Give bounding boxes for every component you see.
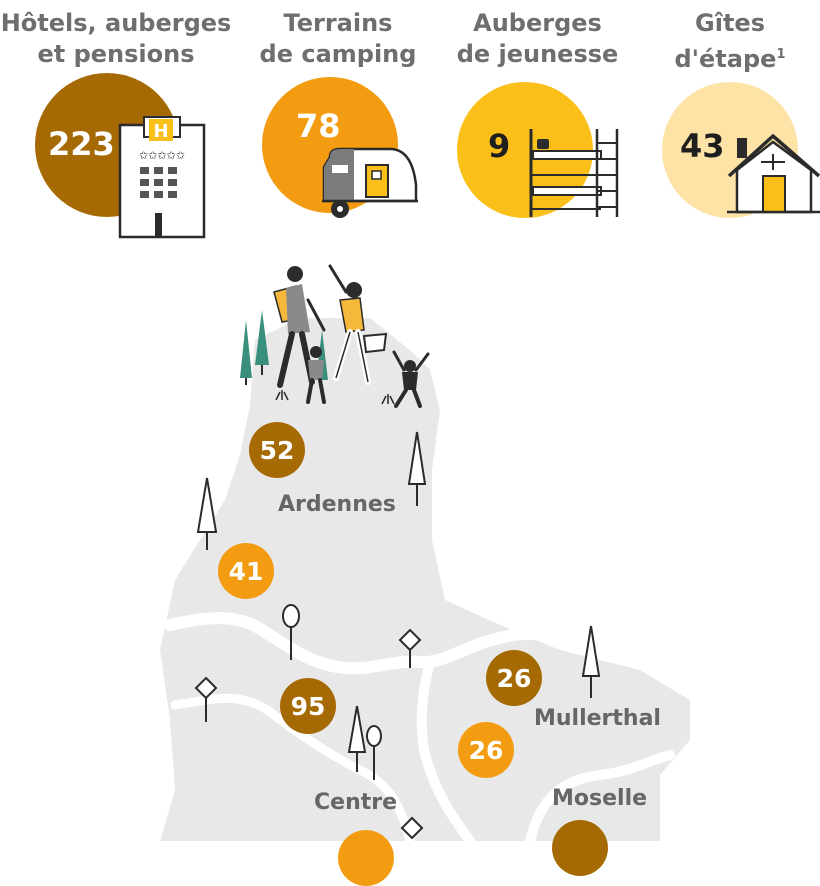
region-label-moselle: Moselle [552,786,648,811]
region-label-centre: Centre [314,790,398,815]
category-label-gites-text: d'étape [674,45,777,73]
badge-mullerthal-hotels: 26 [486,650,542,706]
category-label-camping: Terrains de camping [258,8,418,70]
category-label-hotels-line2: et pensions [37,40,195,68]
category-label-gites-line1: Gîtes [695,9,765,37]
category-label-camping-line2: de camping [259,40,417,68]
map-boundary-ardennes [164,612,551,675]
map-boundary-moselle [525,750,675,846]
count-camping: 78 [296,107,341,145]
circle-youth-hostels [457,82,593,218]
category-label-hotels-line1: Hôtels, auberges [0,9,232,37]
svg-text:✩✩✩✩✩: ✩✩✩✩✩ [139,149,185,162]
badge-ardennes-camping: 41 [218,543,274,599]
region-label-ardennes: Ardennes [278,492,396,517]
category-label-youth-hostels: Auberges de jeunesse [455,8,620,70]
count-hotels: 223 [48,125,115,163]
map-river-centre [170,693,415,846]
badge-ardennes-hotels: 52 [249,422,305,478]
hotel-building-icon: H ✩✩✩✩✩ [118,116,206,239]
category-label-hotels: Hôtels, auberges et pensions [0,8,232,70]
camping-caravan-icon [322,147,418,218]
hiking-family-icon [240,264,430,408]
badge-moselle-hotels-partial [552,820,608,876]
map-boundary-east [416,657,475,846]
count-gites: 43 [680,127,725,165]
svg-text:H: H [153,121,168,142]
badge-centre-hotels: 95 [280,678,336,734]
badge-centre-camping-partial [338,830,394,886]
category-label-camping-line1: Terrains [283,9,393,37]
category-circles [35,73,798,218]
region-label-mullerthal: Mullerthal [534,706,661,731]
bunk-bed-icon [529,129,619,217]
luxembourg-map [160,264,690,846]
category-label-youth-hostels-line2: de jeunesse [456,40,619,68]
category-label-gites: Gîtes d'étape1 [665,8,795,75]
badge-mullerthal-camping: 26 [458,722,514,778]
category-label-gites-line2: d'étape1 [665,39,795,75]
footnote-marker: 1 [776,47,786,62]
house-icon [727,134,820,214]
tree-icon [194,431,601,840]
category-label-youth-hostels-line1: Auberges [473,9,602,37]
count-youth-hostels: 9 [488,127,511,165]
